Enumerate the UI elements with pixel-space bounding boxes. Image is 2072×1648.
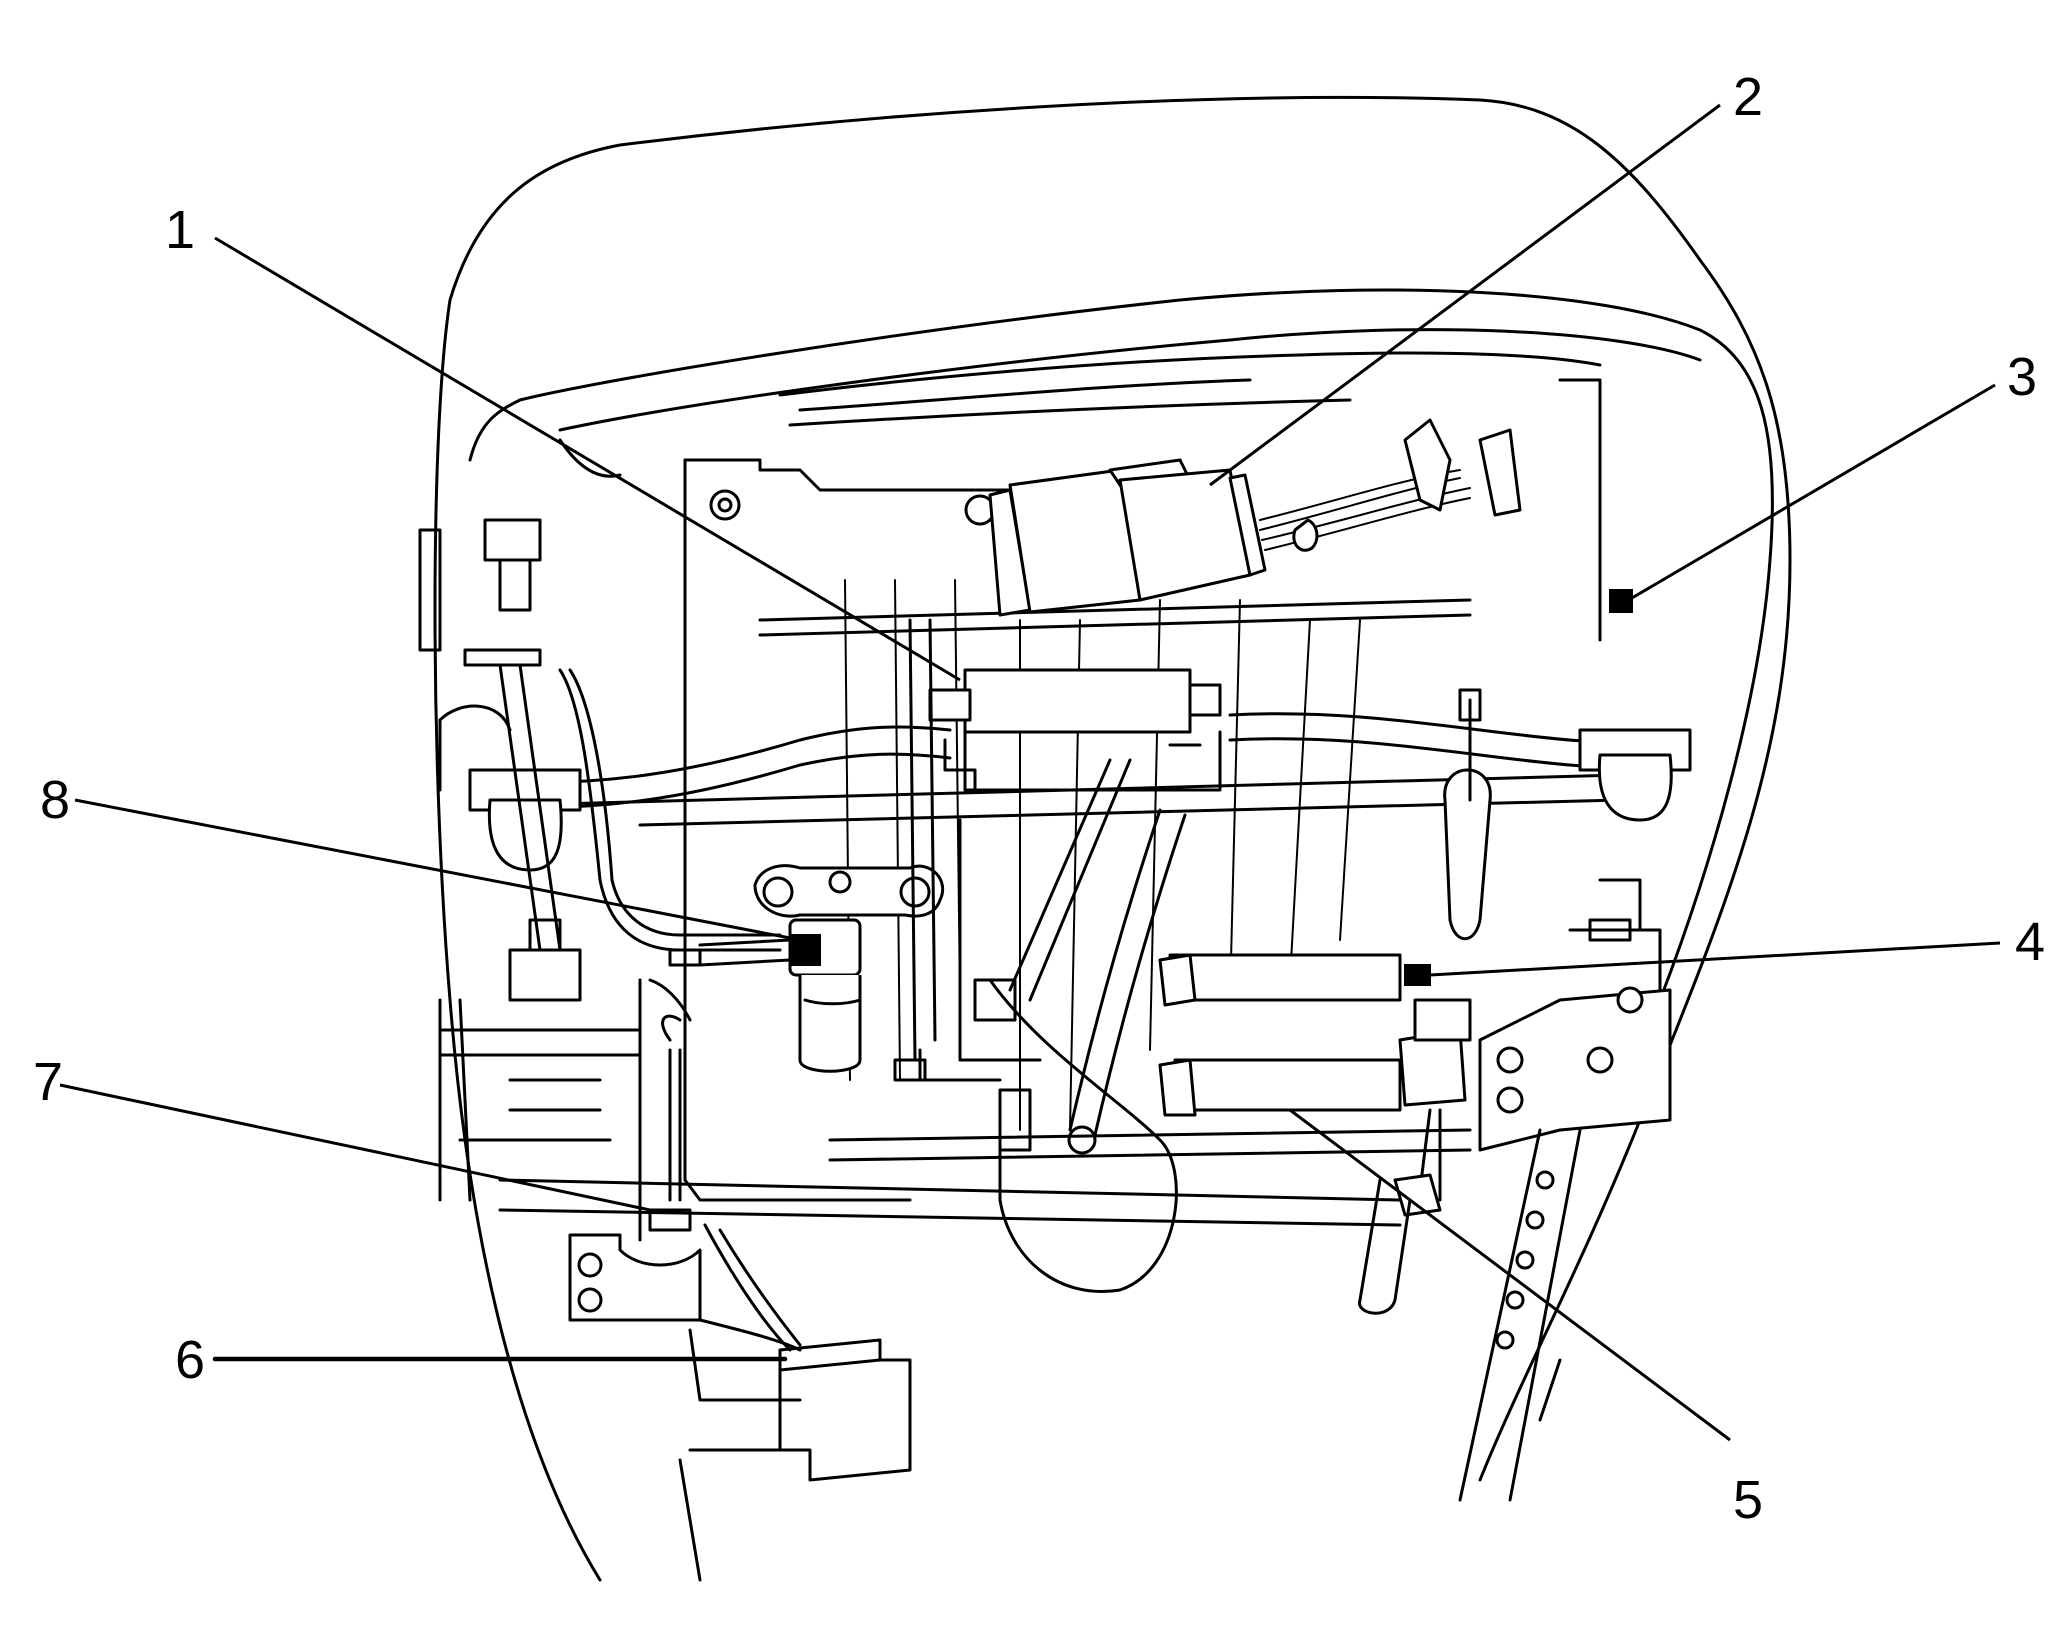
leader-lines (59, 103, 2001, 1442)
left-bracket (438, 918, 702, 1322)
callout-6: 6 (175, 1330, 205, 1390)
callout-7: 7 (33, 1052, 63, 1112)
seat-outer-shell (433, 95, 1792, 1582)
left-harness (418, 518, 782, 952)
callout-3: 3 (2007, 347, 2037, 407)
center-links (893, 618, 1187, 1293)
leader-line-4 (1429, 941, 2001, 977)
callout-labels: 1 2 3 4 5 6 7 8 (33, 67, 2045, 1530)
callout-5: 5 (1733, 1470, 1763, 1530)
leader-line-1 (214, 236, 961, 682)
right-bracket (1358, 878, 1672, 1502)
callout-4: 4 (2015, 912, 2045, 972)
leader-line-5 (1289, 1108, 1731, 1442)
pump-valve-assembly (668, 864, 945, 1073)
callout-1: 1 (165, 200, 195, 260)
leader-line-2 (1209, 103, 1721, 487)
center-module (928, 668, 1222, 792)
leader-line-8 (74, 798, 791, 940)
callout-2: 2 (1733, 67, 1763, 127)
upper-connector-block (964, 418, 1522, 617)
item-3-marker (1609, 589, 1633, 613)
lower-connector (678, 1223, 912, 1582)
leader-line-7 (59, 1083, 651, 1212)
callout-8: 8 (40, 770, 70, 830)
upper-cross-bar (468, 712, 1692, 872)
leader-line-3 (1619, 383, 1996, 607)
right-cylinders (1158, 688, 1492, 1217)
